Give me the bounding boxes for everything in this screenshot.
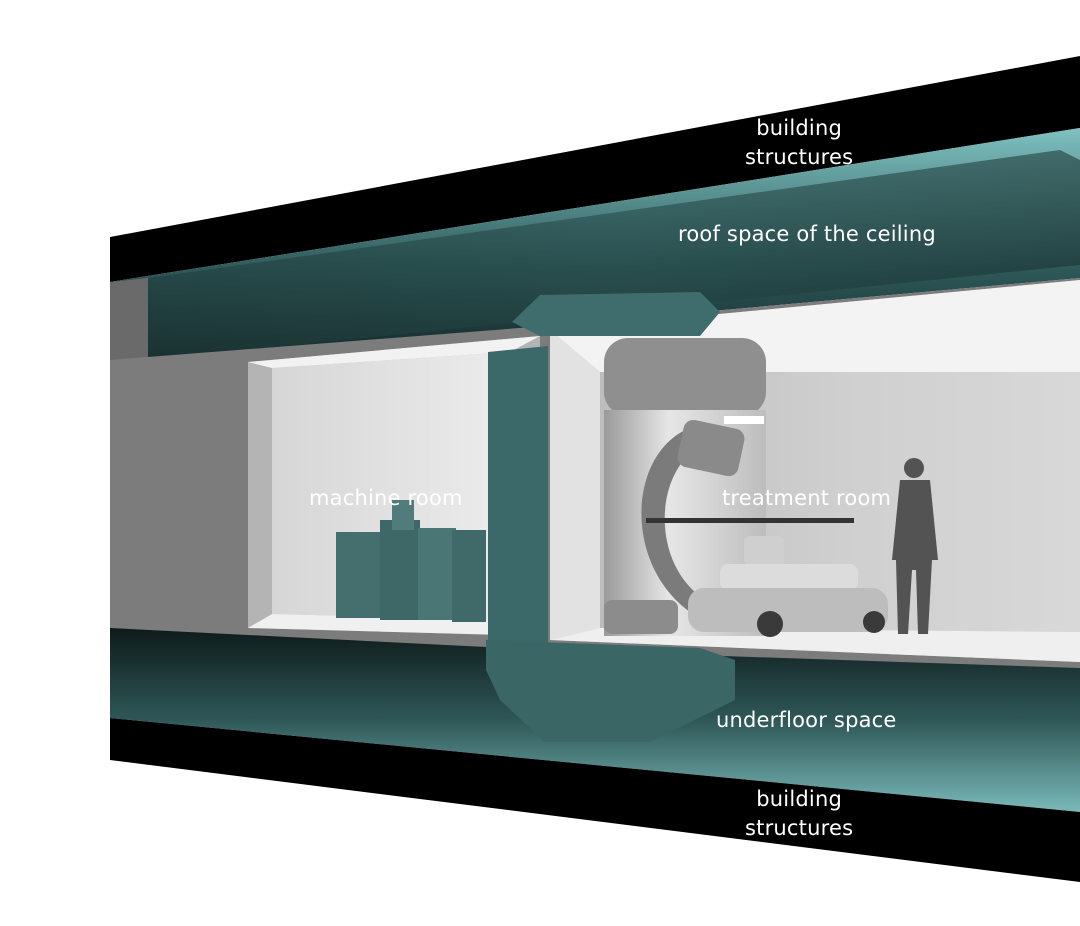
label-treatment-room: treatment room xyxy=(722,486,892,510)
shield-block-bottom xyxy=(486,640,735,742)
shield-block-top xyxy=(512,292,720,336)
bottom-building-structure xyxy=(110,718,1080,882)
label-underfloor-space: underfloor space xyxy=(716,708,897,732)
top-building-structure xyxy=(110,56,1080,282)
treatment-couch xyxy=(646,518,888,637)
label-machine-room: machine room xyxy=(309,486,463,510)
machine-equipment xyxy=(336,500,486,622)
person-silhouette xyxy=(892,458,938,634)
shield-block-column xyxy=(488,346,548,646)
treatment-room-floor xyxy=(550,628,1080,662)
ceiling-plenum-back xyxy=(148,150,1080,360)
label-top-building-structures: building structures xyxy=(745,116,854,169)
machine-room-ceiling xyxy=(248,336,540,368)
outer-wall xyxy=(110,278,148,380)
label-bottom-building-structures: building structures xyxy=(745,787,854,840)
label-roof-space: roof space of the ceiling xyxy=(678,222,936,246)
treatment-room-leftwall xyxy=(550,330,600,640)
